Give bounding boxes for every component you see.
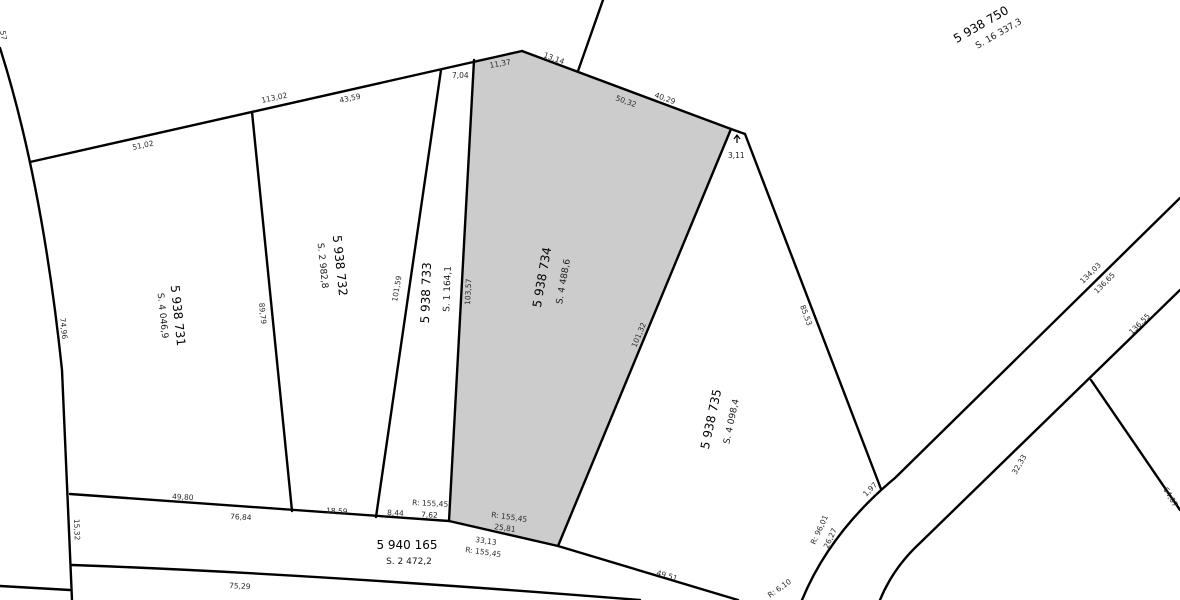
boundary-west (0, 46, 74, 600)
boundary-732-733 (374, 68, 443, 519)
boundary-735-750 (743, 132, 883, 491)
dimension-label: 89,79 (257, 302, 268, 325)
dimension-label: 11,37 (489, 57, 512, 70)
parcel-731-id[interactable]: 5 938 731 (168, 284, 188, 346)
boundary-road-south (0, 584, 72, 592)
boundary-road-east-1 (800, 196, 1180, 600)
dimension-label: 7,04 (452, 71, 469, 80)
dimension-label: R: 155,45 (465, 545, 502, 559)
parcel-732-id[interactable]: 5 938 732 (330, 234, 350, 296)
boundary-734-735 (556, 127, 733, 548)
dimension-label: 113,02 (261, 91, 289, 105)
boundary-south-east-lot (1089, 378, 1180, 512)
dimension-label: 33,13 (475, 535, 498, 547)
dimension-label: 25,81 (494, 522, 517, 534)
dimension-label: 57 (0, 30, 9, 41)
dimension-label: 51,02 (132, 139, 155, 152)
boundary-neighbor-north (576, 0, 605, 73)
boundary-north (28, 49, 524, 164)
direction-arrow-icon (733, 134, 741, 143)
dimension-label: R: 155,45 (412, 498, 449, 509)
dimension-label: 15,32 (72, 519, 82, 541)
dimension-label: 32,33 (1010, 453, 1029, 476)
boundary-north-east (520, 49, 733, 131)
dimension-label: 18,59 (326, 506, 348, 516)
dimension-label: 43,59 (339, 92, 362, 105)
boundary-733-734 (447, 58, 476, 523)
dimension-label: 8,44 (387, 508, 404, 518)
road-id[interactable]: 5 940 165 (376, 538, 437, 552)
road-area: S. 2 472,2 (386, 557, 432, 567)
boundary-731-732 (250, 110, 294, 513)
boundary-road-north (68, 492, 740, 600)
parcel-732-area: S. 2 982,8 (315, 242, 330, 289)
dimension-label: 49,80 (172, 492, 194, 502)
dimension-label: R: 6,10 (766, 577, 793, 600)
parcel-735-area: S. 4 098,4 (722, 398, 741, 445)
parcel-733-area: S. 1 164,1 (442, 266, 454, 312)
dimension-label: 136,65 (1092, 270, 1117, 295)
dimension-label: 64,07 (1161, 486, 1180, 509)
dimension-label: 49,51 (655, 568, 678, 583)
dimension-label: 74,96 (58, 317, 69, 340)
parcel-735-id[interactable]: 5 938 735 (698, 388, 724, 451)
dimension-label: 7,62 (421, 510, 438, 520)
dimension-label: 75,29 (229, 581, 251, 591)
boundary-735-top (729, 127, 747, 136)
boundary-road-south-2 (70, 563, 642, 600)
parcel-733-id[interactable]: 5 938 733 (418, 262, 434, 324)
boundary-road-east-2 (878, 288, 1180, 600)
parcel-731-area: S. 4 046,9 (155, 292, 170, 339)
dimension-label: 3,11 (728, 151, 745, 160)
dimension-label: 76,84 (230, 512, 252, 522)
dimension-label: 103,57 (463, 278, 473, 305)
dimension-label: 136,55 (1127, 311, 1152, 336)
dimension-label: 101,59 (390, 275, 403, 303)
parcel-734-fill[interactable] (449, 51, 731, 546)
